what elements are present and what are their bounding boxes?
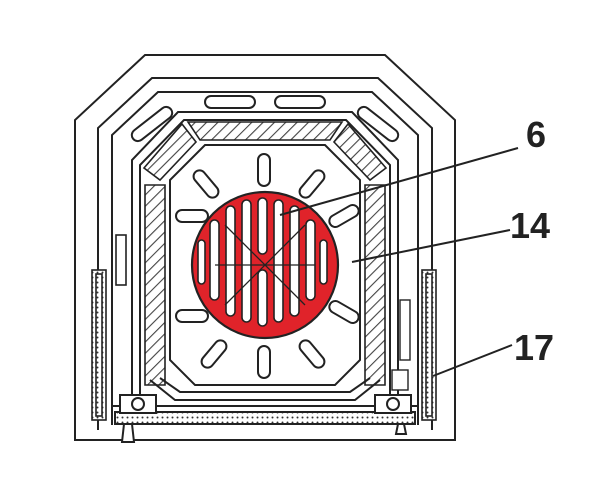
right-hardware: [391, 299, 411, 391]
leader-line-liner: [351, 229, 511, 263]
leader-line-side-panel: [432, 344, 513, 377]
bottom-base: [112, 377, 418, 443]
radial-air-slots: [175, 153, 360, 379]
left-bracket: [115, 234, 127, 286]
leader-lines: [279, 147, 519, 377]
leader-line-grate: [279, 147, 519, 216]
side-panel-right: [421, 269, 437, 421]
top-vent-slots: [130, 95, 400, 143]
outer-housing: [74, 54, 456, 441]
label-liner: 14: [510, 205, 550, 246]
firebox-frame: [131, 111, 399, 400]
round-grate: [190, 190, 340, 340]
label-side-panel: 17: [514, 327, 554, 368]
firebrick-liner: [142, 121, 388, 386]
side-panel-left: [91, 269, 107, 421]
label-grate: 6: [526, 114, 546, 155]
